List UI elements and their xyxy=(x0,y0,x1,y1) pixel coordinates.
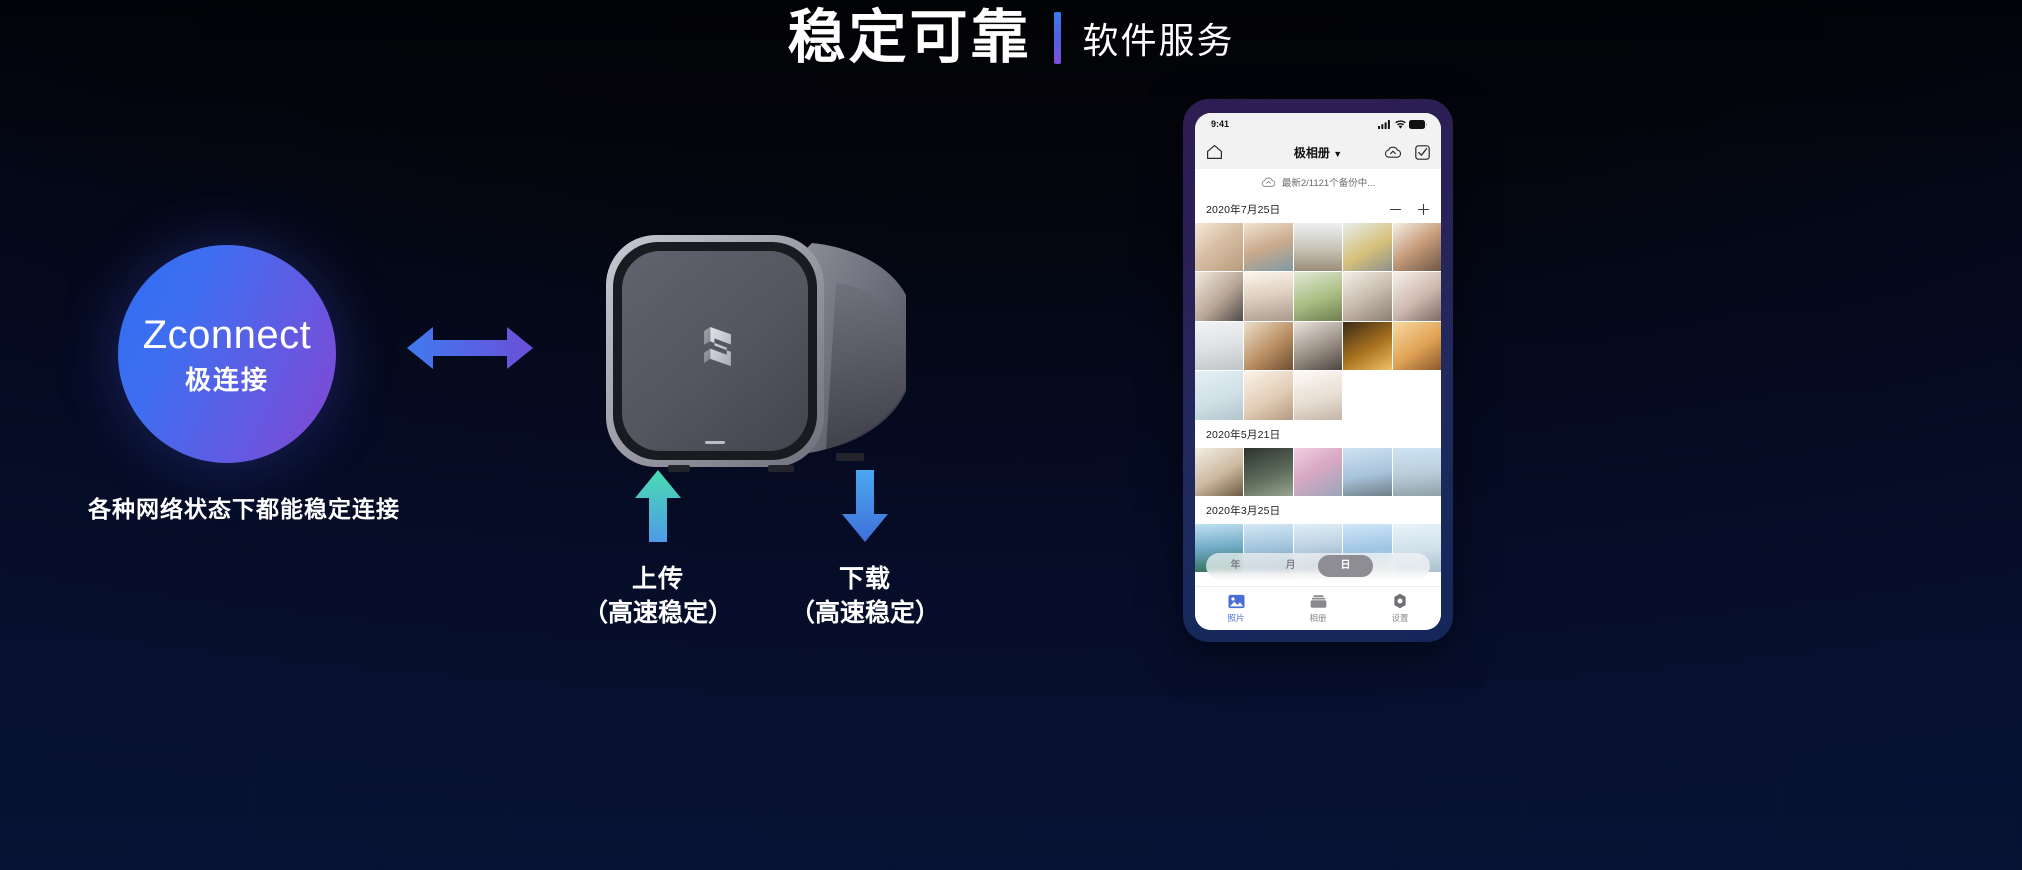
photo-thumbnail[interactable] xyxy=(1293,272,1343,321)
photo-thumbnail[interactable] xyxy=(1195,447,1244,497)
tab-settings[interactable]: 设置 xyxy=(1359,587,1441,630)
battery-icon xyxy=(1409,119,1427,129)
upload-flow: 上传 （高速稳定） xyxy=(548,470,768,628)
status-time: 9:41 xyxy=(1211,119,1230,129)
backup-status-bar: 最新2/1121个备份中... xyxy=(1195,169,1441,195)
app-navbar: 极相册 ▼ xyxy=(1195,135,1441,169)
chevron-down-icon[interactable]: ▼ xyxy=(1333,148,1343,159)
photo-thumbnail[interactable] xyxy=(1343,321,1392,371)
photo-grid-2[interactable] xyxy=(1195,447,1441,497)
download-sublabel: （高速稳定） xyxy=(789,599,940,627)
page-subtitle: 软件服务 xyxy=(1082,20,1235,62)
photo-thumbnail[interactable] xyxy=(1392,321,1441,371)
photo-thumbnail[interactable] xyxy=(1392,447,1441,497)
cloud-upload-icon[interactable] xyxy=(1384,145,1402,159)
zconnect-caption: 各种网络状态下都能稳定连接 xyxy=(88,496,400,522)
plus-icon[interactable] xyxy=(1417,203,1430,216)
checkbox-check-icon[interactable] xyxy=(1415,144,1430,160)
photo-thumbnail[interactable] xyxy=(1195,272,1244,321)
page-header: 稳定可靠 软件服务 xyxy=(0,5,2022,70)
wifi-icon xyxy=(1395,119,1406,129)
page-title: 稳定可靠 xyxy=(787,5,1032,70)
photo-grid-3[interactable] xyxy=(1195,524,1441,573)
cloud-upload-icon xyxy=(1261,177,1276,187)
photo-thumbnail[interactable] xyxy=(1392,223,1441,272)
albums-icon xyxy=(1310,594,1326,608)
tab-photos[interactable]: 照片 xyxy=(1195,587,1277,630)
date-header: 2020年7月25日 xyxy=(1195,195,1441,223)
photo-thumbnail[interactable] xyxy=(1343,223,1392,272)
status-bar: 9:41 xyxy=(1195,113,1441,135)
photo-thumbnail[interactable] xyxy=(1244,223,1293,272)
tab-label: 设置 xyxy=(1391,613,1409,623)
photo-thumbnail[interactable] xyxy=(1392,272,1441,321)
photo-grid-1[interactable] xyxy=(1195,223,1441,420)
photo-thumbnail[interactable] xyxy=(1343,272,1392,321)
arrow-down-icon xyxy=(842,470,888,542)
photos-icon xyxy=(1228,594,1244,608)
backup-status-text: 最新2/1121个备份中... xyxy=(1281,178,1376,189)
upload-sublabel: （高速稳定） xyxy=(582,599,733,627)
phone-mockup: 9:41 xyxy=(1183,99,1453,642)
photo-grid-gap xyxy=(1343,371,1392,420)
photo-thumbnail[interactable] xyxy=(1244,321,1293,371)
nas-device xyxy=(600,225,930,475)
segment-month[interactable]: 月 xyxy=(1285,560,1296,571)
date-header: 2020年5月21日 xyxy=(1195,420,1441,448)
photo-scroll-area[interactable]: 2020年7月25日 xyxy=(1195,195,1441,586)
app-title: 极相册 xyxy=(1293,145,1330,160)
arrow-up-icon xyxy=(635,470,681,542)
bottom-tab-bar: 照片 相册 设置 xyxy=(1195,586,1441,630)
photo-thumbnail[interactable] xyxy=(1244,272,1293,321)
photo-thumbnail[interactable] xyxy=(1293,371,1343,420)
photo-thumbnail[interactable] xyxy=(1195,321,1244,371)
tab-albums[interactable]: 相册 xyxy=(1277,587,1359,630)
time-scale-segmented-control[interactable]: 年 月 日 xyxy=(1206,553,1430,579)
date-label: 2020年7月25日 xyxy=(1206,204,1281,216)
tab-label: 照片 xyxy=(1227,612,1245,623)
minus-icon[interactable] xyxy=(1389,203,1402,216)
date-label: 2020年3月25日 xyxy=(1206,505,1281,518)
z-logo-icon xyxy=(704,327,731,367)
settings-gear-icon xyxy=(1394,593,1406,609)
photo-thumbnail[interactable] xyxy=(1195,371,1244,420)
photo-grid-gap xyxy=(1392,371,1441,420)
date-header: 2020年3月25日 xyxy=(1195,496,1441,524)
photo-thumbnail[interactable] xyxy=(1244,447,1293,497)
upload-label: 上传 xyxy=(631,565,684,593)
segment-year[interactable]: 年 xyxy=(1230,560,1241,571)
tab-label: 相册 xyxy=(1309,612,1327,623)
date-label: 2020年5月21日 xyxy=(1206,428,1281,441)
photo-thumbnail[interactable] xyxy=(1195,223,1244,272)
phone-screen: 9:41 xyxy=(1195,113,1441,630)
photo-thumbnail[interactable] xyxy=(1343,447,1392,497)
zconnect-subtitle: 极连接 xyxy=(184,365,269,395)
zconnect-title: Zconnect xyxy=(142,313,312,357)
photo-thumbnail[interactable] xyxy=(1293,321,1343,371)
title-divider xyxy=(1053,12,1061,65)
left-right-arrow-icon xyxy=(407,325,533,371)
zconnect-badge: Zconnect 极连接 xyxy=(118,245,336,463)
signal-icon xyxy=(1378,119,1390,129)
photo-thumbnail[interactable] xyxy=(1293,223,1343,272)
home-icon[interactable] xyxy=(1206,144,1223,160)
photo-thumbnail[interactable] xyxy=(1244,371,1293,420)
download-label: 下载 xyxy=(838,565,891,593)
download-flow: 下载 （高速稳定） xyxy=(755,470,975,628)
photo-thumbnail[interactable] xyxy=(1293,447,1343,497)
segment-day[interactable]: 日 xyxy=(1318,555,1373,577)
zconnect-block: Zconnect 极连接 各种网络状态下都能稳定连接 xyxy=(88,245,399,522)
